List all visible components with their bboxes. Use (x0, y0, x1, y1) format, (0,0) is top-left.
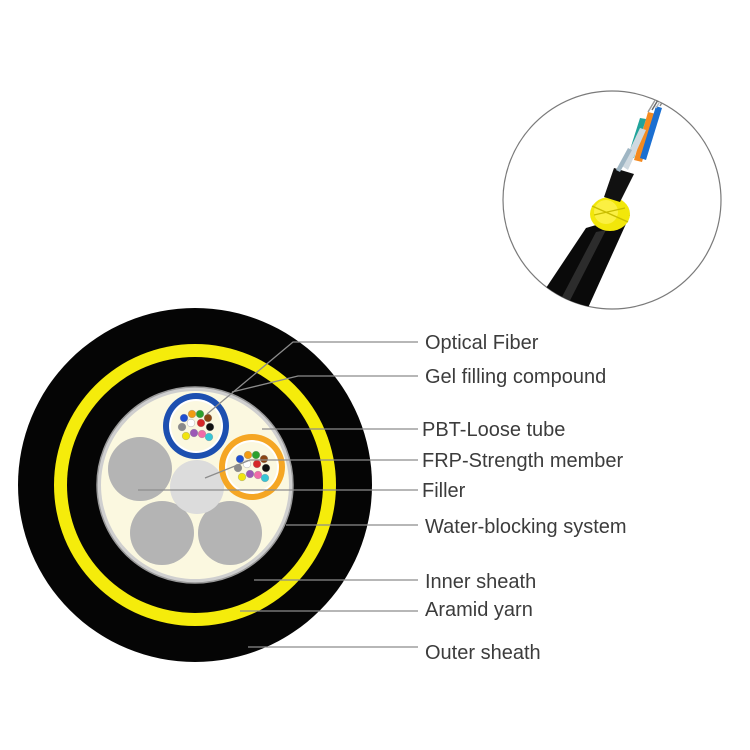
frp-strength-member (170, 460, 224, 514)
leader-frp-strength-member (204, 459, 418, 479)
inset-aramid-yarn (590, 197, 630, 231)
filler-element (108, 437, 172, 501)
optical-fiber (205, 422, 215, 432)
optical-fiber (204, 432, 214, 442)
optical-fiber-group (177, 409, 215, 442)
optical-fiber (261, 463, 271, 473)
optical-fiber (235, 454, 245, 464)
optical-fiber (197, 429, 207, 439)
label-inner-sheath: Inner sheath (425, 571, 536, 593)
optical-fiber (179, 413, 189, 423)
label-frp-strength-member: FRP-Strength member (422, 450, 624, 472)
leader-gel-filling-compound (231, 375, 418, 393)
optical-fiber (253, 470, 263, 480)
optical-fiber (243, 450, 253, 460)
component-labels: Optical Fiber Gel filling compound PBT-L… (422, 332, 627, 664)
optical-fiber (181, 431, 191, 441)
optical-fiber (260, 473, 270, 483)
leader-lines (138, 341, 418, 648)
optical-fiber (195, 409, 205, 419)
filler-element (198, 501, 262, 565)
loose-tube-blue (163, 393, 229, 459)
optical-fiber (177, 422, 187, 432)
inset-inner-sheath (604, 168, 634, 202)
optical-fiber (259, 454, 269, 464)
optical-fiber (186, 418, 196, 428)
label-water-blocking-system: Water-blocking system (425, 516, 627, 538)
inset-loose-tubes (616, 106, 662, 172)
cable-cross-section (18, 308, 372, 662)
label-filler: Filler (422, 480, 466, 502)
optical-fiber (245, 469, 255, 479)
label-pbt-loose-tube: PBT-Loose tube (422, 419, 565, 441)
optical-fiber (189, 428, 199, 438)
optical-fiber (196, 418, 206, 428)
loose-tube-orange (219, 434, 285, 500)
optical-fiber (237, 472, 247, 482)
optical-fiber (203, 413, 213, 423)
label-optical-fiber: Optical Fiber (425, 332, 539, 354)
label-gel-filling-compound: Gel filling compound (425, 366, 606, 388)
label-aramid-yarn: Aramid yarn (425, 599, 533, 621)
optical-fiber (251, 450, 261, 460)
label-outer-sheath: Outer sheath (425, 642, 541, 664)
optical-fiber (252, 459, 262, 469)
cable-side-view-inset (502, 90, 722, 310)
filler-element (130, 501, 194, 565)
leader-optical-fiber (206, 341, 418, 415)
optical-fiber (187, 409, 197, 419)
